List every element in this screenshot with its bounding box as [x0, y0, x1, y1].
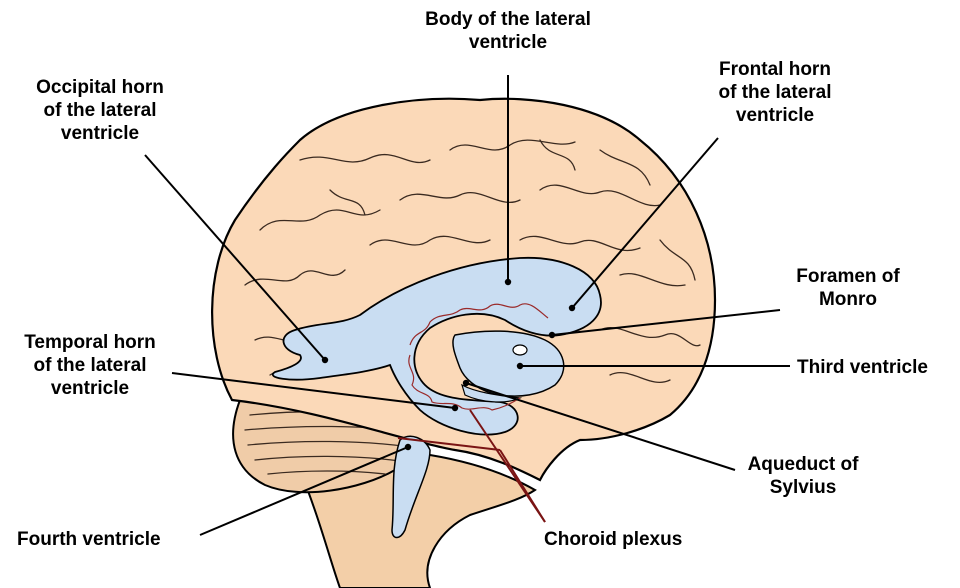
label-choroid-plexus: Choroid plexus — [544, 528, 724, 551]
label-occipital-horn: Occipital horn of the lateral ventricle — [0, 76, 200, 145]
label-frontal-horn: Frontal horn of the lateral ventricle — [690, 58, 860, 127]
label-aqueduct-of-sylvius: Aqueduct of Sylvius — [728, 453, 878, 499]
label-temporal-horn: Temporal horn of the lateral ventricle — [0, 331, 180, 400]
label-body-lateral-ventricle: Body of the lateral ventricle — [390, 8, 626, 54]
label-fourth-ventricle: Fourth ventricle — [17, 528, 207, 551]
label-foramen-of-monro: Foramen of Monro — [768, 265, 928, 311]
label-third-ventricle: Third ventricle — [797, 356, 957, 379]
